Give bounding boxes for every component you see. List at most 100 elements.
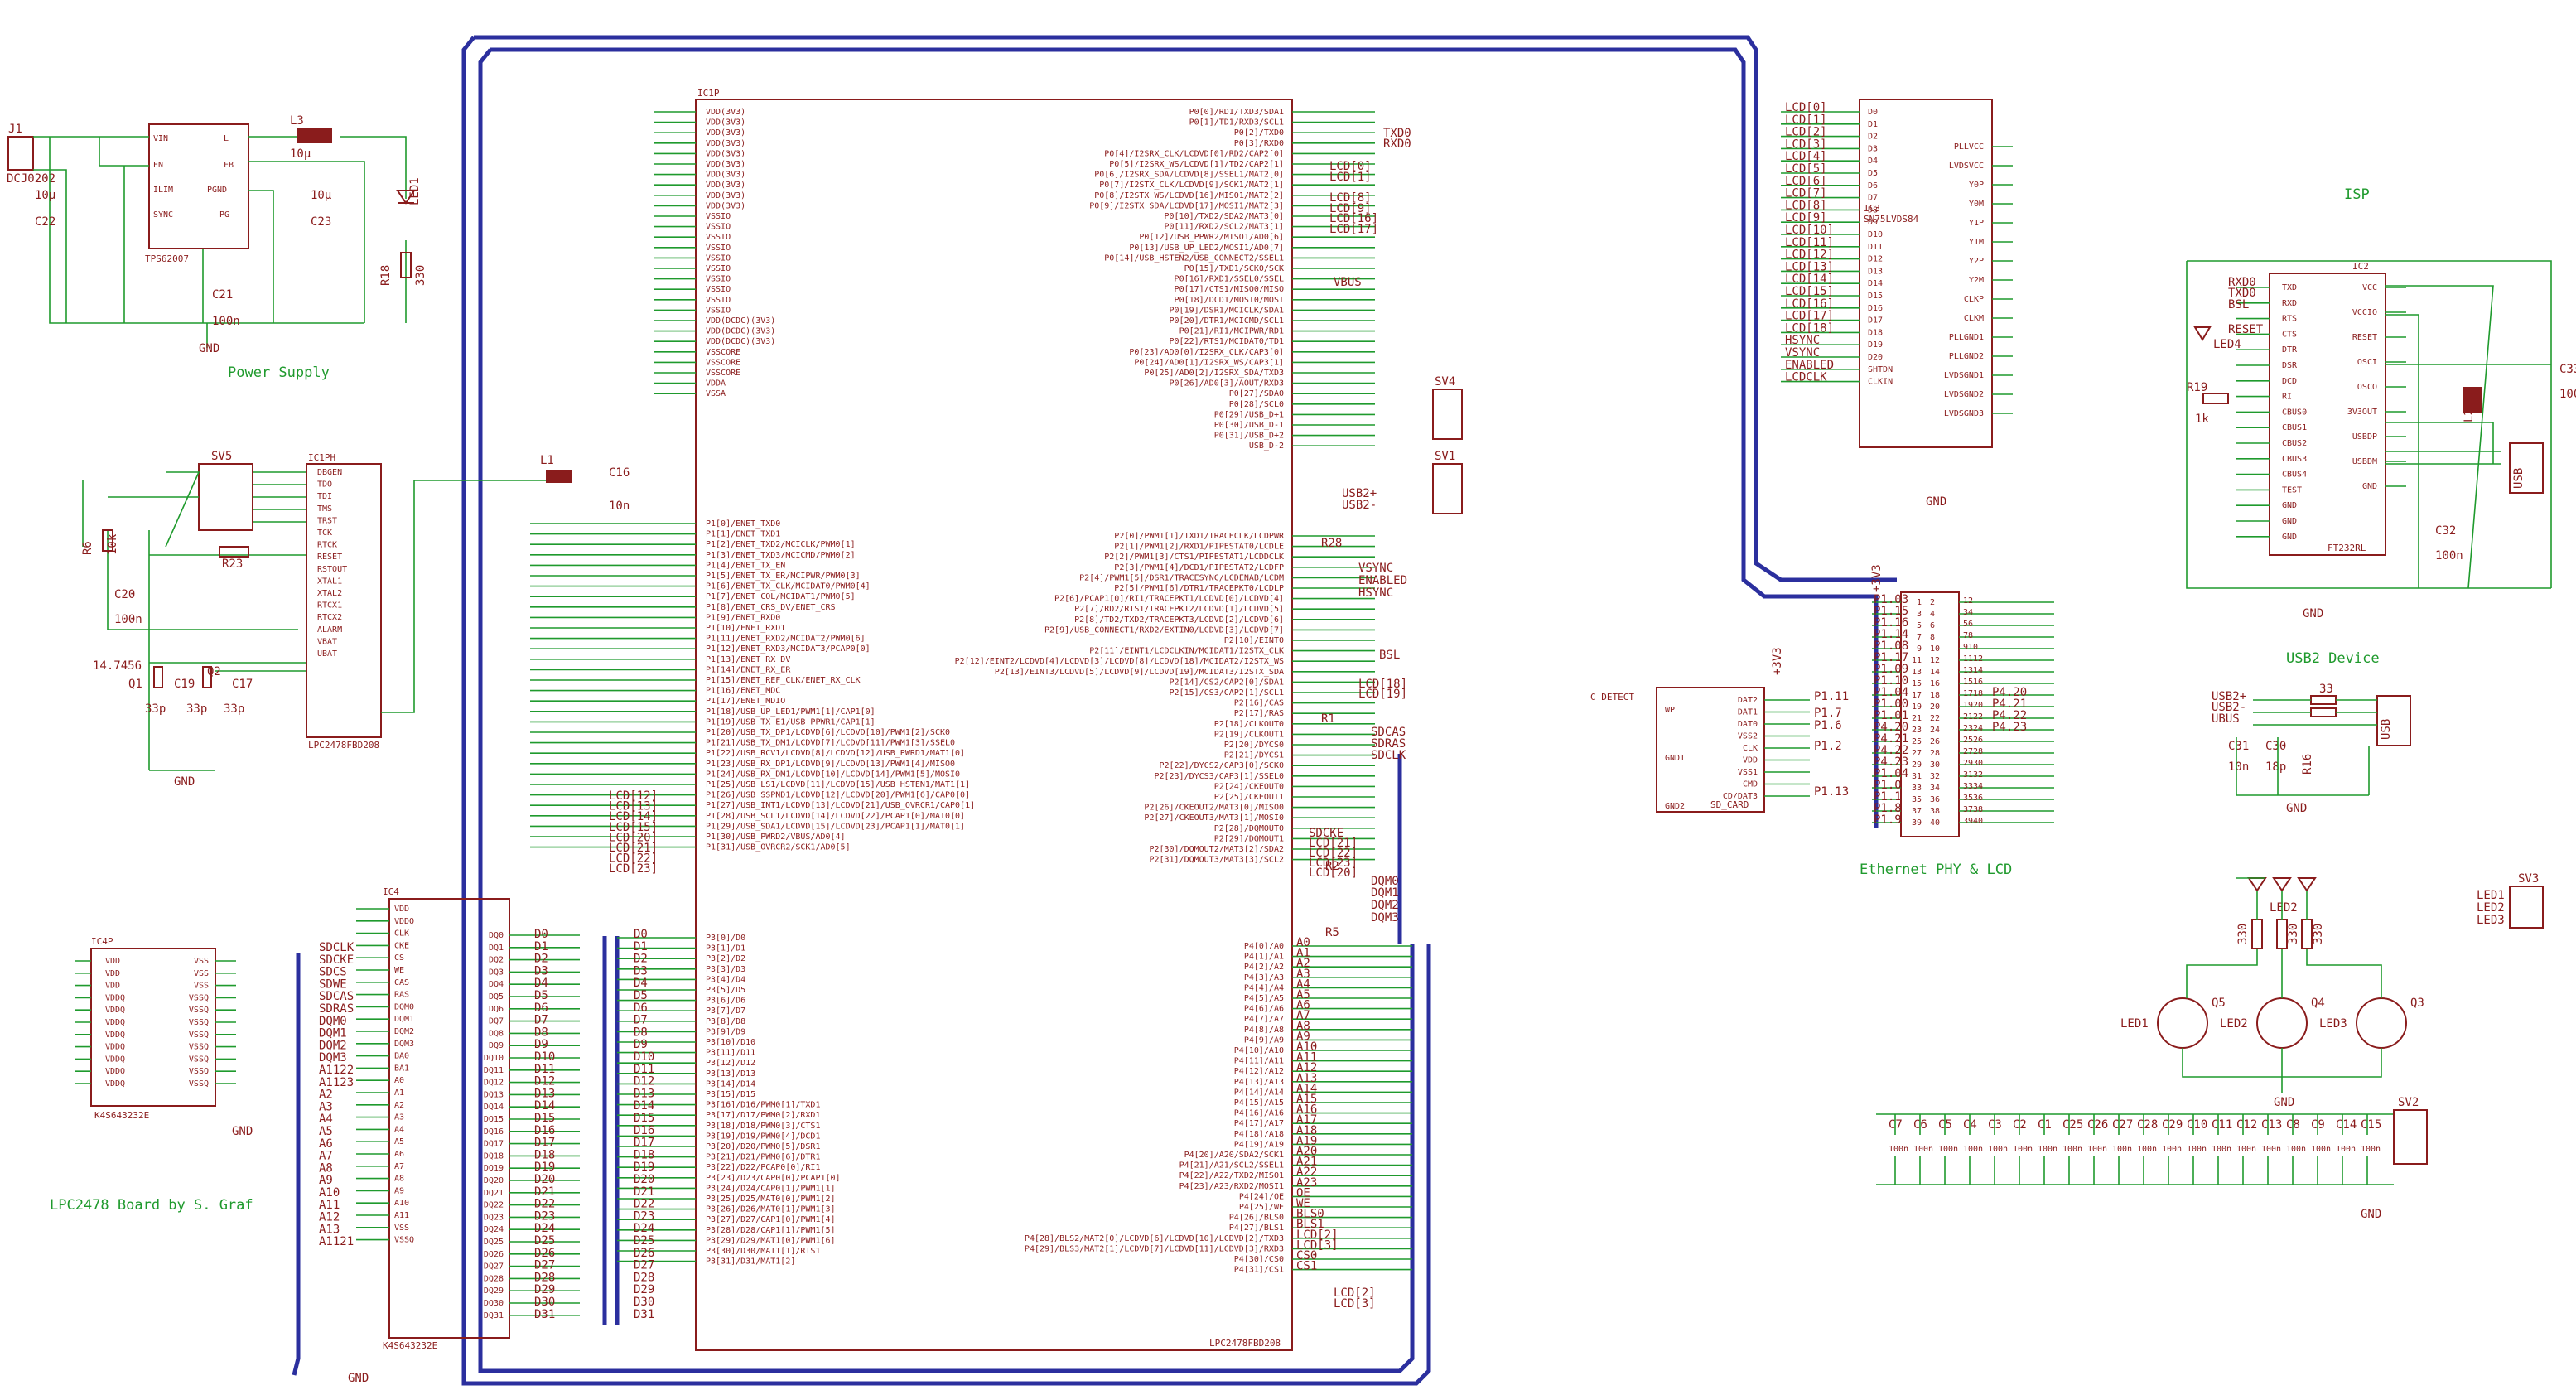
cap-value: 100n: [2286, 1145, 2306, 1154]
sdram-net: SDCAS: [319, 990, 354, 1003]
sdram-power-pin: VSSQ: [189, 1006, 209, 1015]
eth-pin: 10: [1930, 644, 1940, 654]
address-net: LCD[2]: [1296, 1228, 1339, 1242]
phy-pin: D2: [1868, 133, 1878, 142]
mcu-p4-pin: P4[25]/WE: [1239, 1203, 1284, 1212]
cap-label: C13: [2261, 1118, 2282, 1132]
sdram-data-pin: DQ29: [484, 1286, 504, 1296]
phy-net: LCD[4]: [1785, 150, 1827, 163]
mcu-p2-pin: P2[1]/PWM1[2]/RXD1/PIPESTAT0/LCDLE: [1114, 543, 1284, 552]
sdram-data-pin: DQ9: [489, 1041, 504, 1050]
mcu-p4-pin: P4[10]/A10: [1234, 1046, 1284, 1055]
sdram-power-pin: VSS: [194, 957, 209, 966]
sdram-net: A5: [319, 1125, 333, 1138]
sdram-data-net: D29: [534, 1283, 555, 1296]
eth-pair: 3738: [1963, 805, 1983, 814]
jtag-pin: TDI: [317, 492, 332, 501]
sdram-net: SDCLK: [319, 941, 355, 954]
mcu-p2-pin: P2[12]/EINT2/LCDVD[4]/LCDVD[3]/LCDVD[8]/…: [955, 657, 1284, 666]
sdram-net: A1122: [319, 1064, 354, 1077]
mcu-p2-pin: P2[8]/TD2/TXD2/TRACEPKT3/LCDVD[2]/LCDVD[…: [1074, 615, 1284, 625]
sdram-net: SDCS: [319, 966, 347, 979]
phy-pin: D5: [1868, 169, 1878, 178]
mcu-p2-pin: P2[5]/PWM1[6]/DTR1/TRACEPKT0/LCDLP: [1114, 584, 1284, 593]
svg-text:C31: C31: [2228, 740, 2249, 753]
lcd-bus-label: LCD[20]: [609, 831, 658, 844]
mcu-p0-pin: P0[27]/SDA0: [1229, 389, 1284, 398]
eth-pair: 78: [1963, 631, 1973, 640]
mcu-p3-pin: P3[7]/D7: [706, 1006, 745, 1016]
header-net: LCD[18]: [1358, 678, 1407, 691]
sdram-data-net: D6: [634, 1002, 648, 1015]
eth-net: P4.23: [1992, 721, 2027, 734]
phy-pin: PLLVCC: [1954, 142, 1984, 152]
header-net: ENABLED: [1358, 574, 1407, 587]
jtag-pin: XTAL1: [317, 577, 342, 586]
svg-text:L2: L2: [2463, 408, 2476, 422]
svg-text:LED4: LED4: [2213, 338, 2241, 351]
cap-label: C11: [2212, 1118, 2232, 1132]
isp-pin: GND: [2362, 482, 2377, 491]
header-nets: TXD0RXD0LCD[0]LCD[1]LCD[8]LCD[9]LCD[16]L…: [1309, 127, 1411, 1311]
phy-net: LCD[6]: [1785, 175, 1827, 188]
sdram-data-net: D31: [534, 1308, 555, 1321]
sdram-pin: A1: [394, 1088, 404, 1098]
svg-text:P1.11: P1.11: [1814, 690, 1849, 703]
sdram-data-net: D20: [634, 1173, 654, 1186]
mcu-p1-pin: P1[19]/USB_TX_E1/USB_PPWR1/CAP1[1]: [706, 717, 876, 726]
sdram-data-net: D0: [634, 928, 648, 941]
eth-pair: 1112: [1963, 654, 1983, 664]
svg-text:100n: 100n: [2559, 388, 2576, 401]
isp-pin: TXD: [2282, 283, 2297, 292]
mcu-power-pin: VSSCORE: [706, 369, 740, 378]
sd-pin: VSS1: [1738, 768, 1758, 777]
isp-pin: GND: [2282, 501, 2297, 510]
isp-pin: CBUS3: [2282, 455, 2307, 464]
sdram-pin: A9: [394, 1186, 404, 1195]
address-net: A18: [1296, 1124, 1317, 1137]
address-net: A1: [1296, 947, 1310, 960]
svg-text:RESET: RESET: [2228, 323, 2264, 336]
sdram-data-net: D0: [534, 928, 548, 941]
mcu-p3-pin: P3[29]/D29/MAT1[0]/PWM1[6]: [706, 1236, 836, 1245]
mcu-p1-pin: P1[26]/USB_SSPND1/LCDVD[12]/LCDVD[20]/PW…: [706, 791, 970, 800]
svg-text:10µ: 10µ: [35, 189, 56, 202]
sdram-pin: BA0: [394, 1052, 409, 1061]
sdram-power-pin: VSS: [194, 982, 209, 991]
mcu-p0-pin: P0[14]/USB_HSTEN2/USB_CONNECT2/SSEL1: [1104, 253, 1284, 263]
svg-text:C21: C21: [212, 288, 233, 302]
sdram-data-pin: DQ16: [484, 1127, 504, 1137]
header-net: LCD[22]: [1309, 847, 1358, 860]
address-net: A5: [1296, 988, 1310, 1002]
eth-pair: 12: [1963, 596, 1973, 606]
phy-net: HSYNC: [1785, 334, 1820, 347]
mcu-power-pin: VDD(DCDC)(3V3): [706, 337, 775, 346]
eth-pin: 11: [1912, 656, 1922, 665]
cap-label: C28: [2137, 1118, 2158, 1132]
sdram-data-net: D27: [634, 1259, 654, 1272]
mcu-p2-pin: P2[23]/DYCS3/CAP3[1]/SSEL0: [1154, 772, 1284, 781]
sdram-pin: A5: [394, 1137, 404, 1146]
svg-text:R5: R5: [1325, 926, 1339, 939]
mcu-p4-pin: P4[14]/A14: [1234, 1088, 1284, 1097]
eth-net: P1.08: [1874, 640, 1908, 653]
mcu-p1-pin: P1[18]/USB_UP_LED1/PWM1[1]/CAP1[0]: [706, 707, 876, 717]
phy-pin: D1: [1868, 120, 1878, 129]
sdram-net: A7: [319, 1150, 333, 1163]
mcu-power-pin: VDD(3V3): [706, 191, 745, 200]
lcd-bus-label: LCD[13]: [609, 800, 658, 813]
mcu-p1-pin: P1[27]/USB_INT1/LCDVD[13]/LCDVD[21]/USB_…: [706, 801, 975, 810]
cap-label: C29: [2162, 1118, 2183, 1132]
mcu-p2-pin: P2[6]/PCAP1[0]/RI1/TRACEPKT1/LCDVD[0]/LC…: [1054, 595, 1284, 604]
mcu-p1-pin: P1[23]/USB_RX_DP1/LCDVD[9]/LCDVD[13]/PWM…: [706, 760, 955, 769]
mcu-power-pin: VDD(DCDC)(3V3): [706, 327, 775, 336]
address-net: BLS1: [1296, 1218, 1324, 1231]
svg-text:Q2: Q2: [207, 665, 221, 678]
phy-net: LCD[13]: [1785, 260, 1834, 273]
sdram-data-net: D24: [534, 1222, 555, 1235]
phy-pin: D18: [1868, 328, 1883, 337]
eth-pin: 27: [1912, 749, 1922, 758]
address-net: A2: [1296, 957, 1310, 970]
